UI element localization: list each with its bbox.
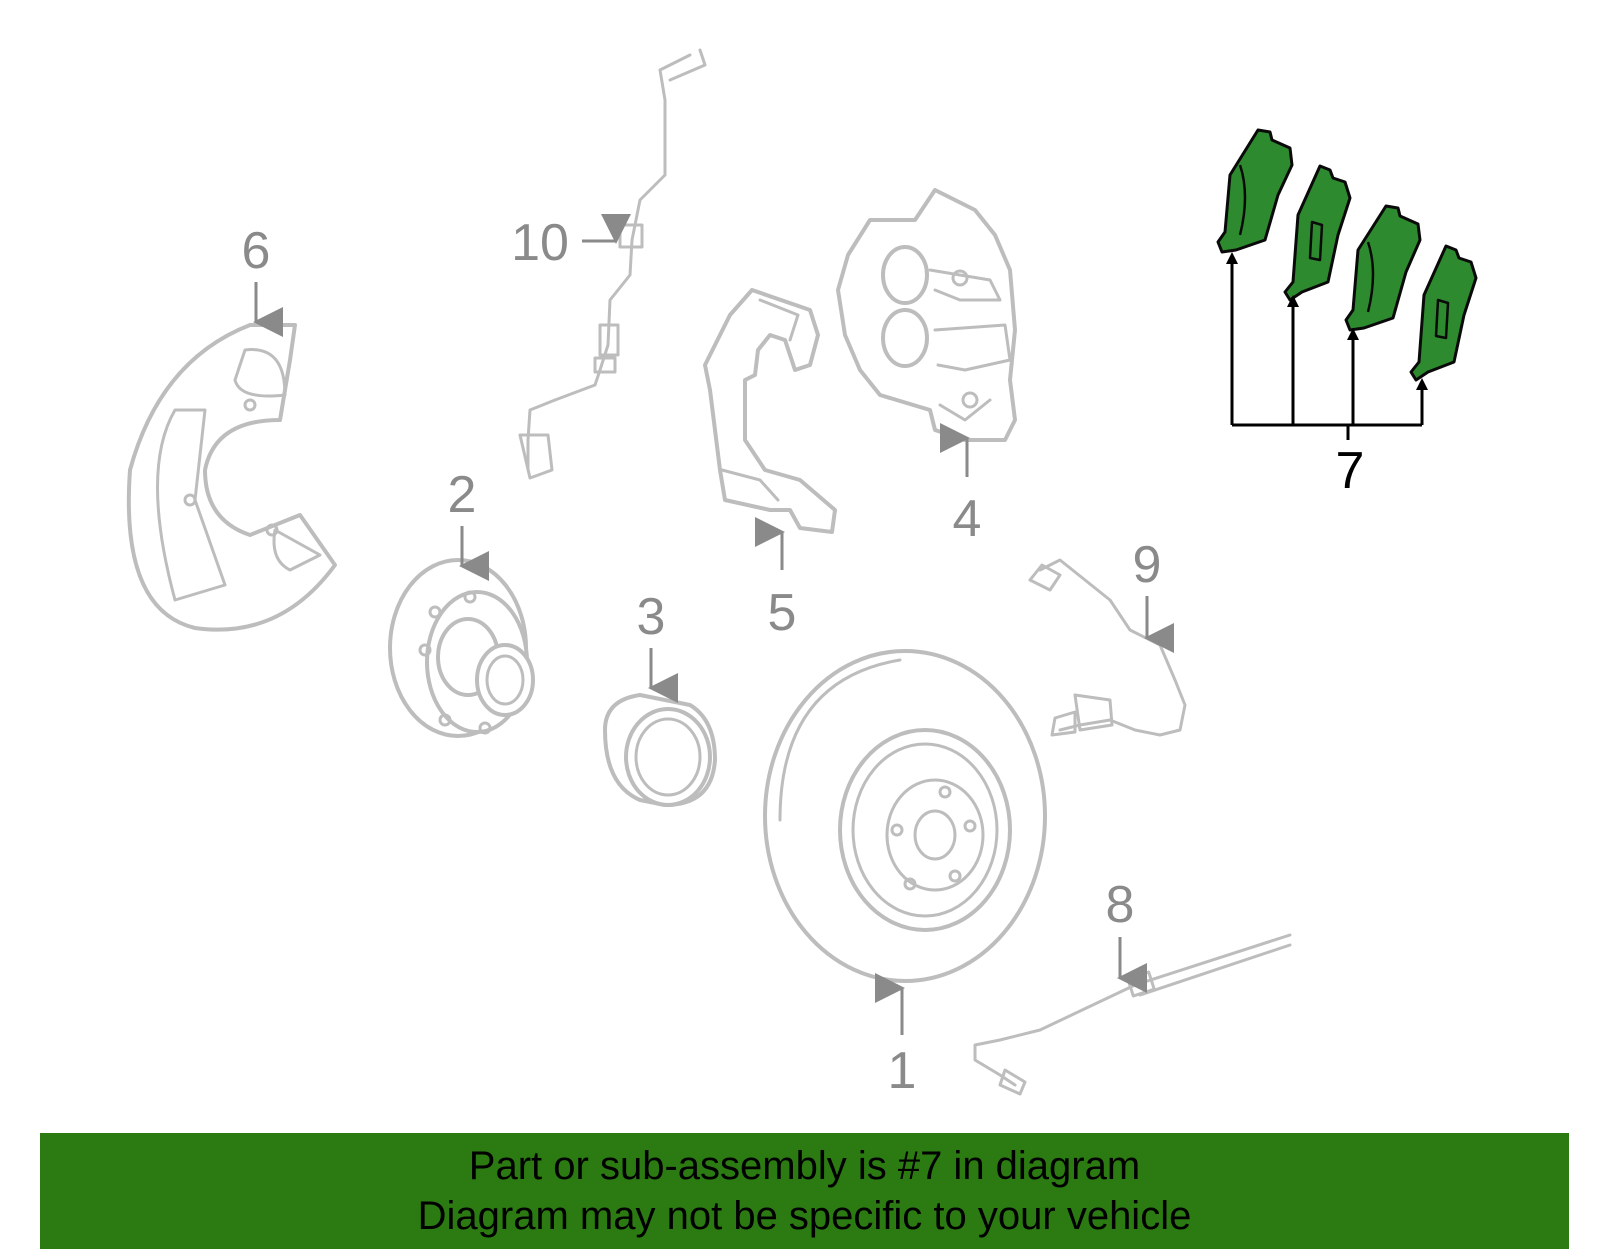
brake-pads-part-7	[1216, 128, 1478, 382]
callout-3: 3	[637, 588, 666, 646]
brake-pad-3	[1344, 204, 1422, 332]
callout-4: 4	[953, 490, 982, 548]
brake-hose-part-8	[973, 933, 1292, 1096]
callout-5: 5	[768, 584, 797, 642]
banner-line-disclaimer: Diagram may not be specific to your vehi…	[417, 1194, 1192, 1238]
callout-6: 6	[242, 222, 271, 280]
wheel-bearing-part-3	[603, 693, 717, 807]
wheel-hub-part-2	[388, 558, 535, 738]
callout-7: 7	[1336, 442, 1365, 500]
caliper-bracket-part-5	[703, 288, 837, 534]
banner-line-part-number: Part or sub-assembly is #7 in diagram	[468, 1144, 1141, 1188]
callout-2: 2	[448, 466, 477, 524]
pad-wear-sensor-part-9	[1028, 558, 1187, 737]
brake-pad-1	[1216, 128, 1294, 254]
callout-1: 1	[888, 1042, 917, 1100]
info-banner: Part or sub-assembly is #7 in diagram Di…	[40, 1133, 1569, 1249]
callout-10: 10	[511, 214, 569, 272]
callout-9: 9	[1133, 536, 1162, 594]
dust-shield-part-6	[126, 323, 337, 632]
brake-rotor-part-1	[763, 649, 1047, 983]
brake-pad-2	[1283, 164, 1352, 302]
brake-pad-4	[1409, 244, 1478, 382]
callout-8: 8	[1106, 876, 1135, 934]
brake-caliper-part-4	[836, 188, 1017, 442]
callout-7-bracket	[1226, 252, 1428, 440]
